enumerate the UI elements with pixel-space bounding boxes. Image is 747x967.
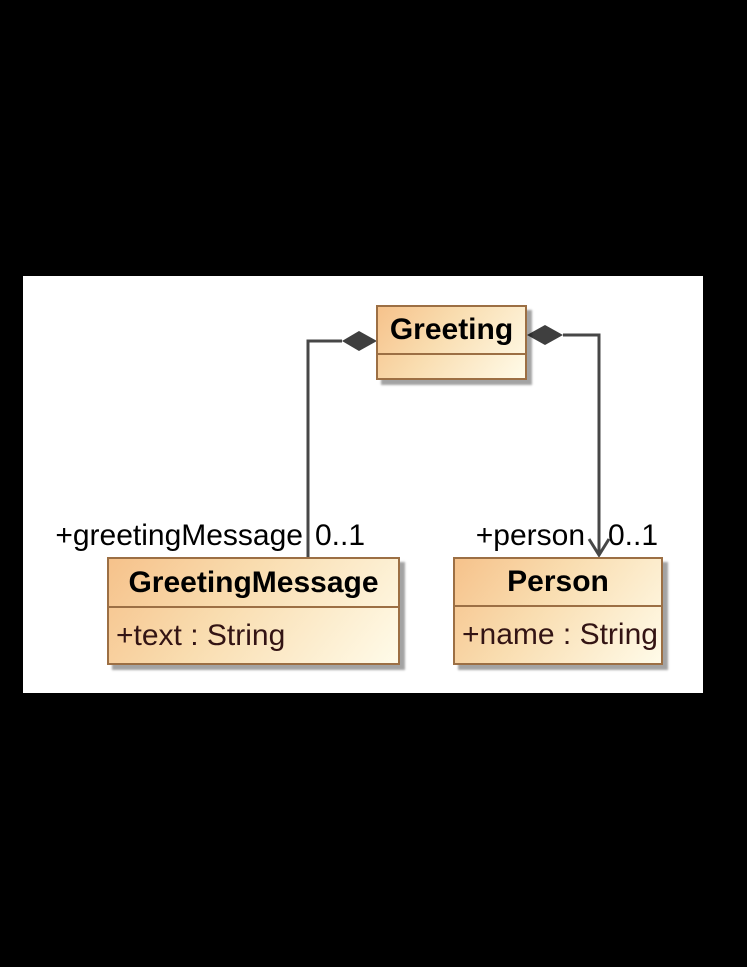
class-attributes: +text : String: [109, 608, 398, 663]
attribute-text: +text : String: [116, 618, 286, 652]
open-arrowhead-icon: [587, 538, 611, 558]
class-title: Greeting: [378, 307, 525, 355]
class-attributes: +name : String: [455, 607, 661, 663]
composition-diamond-icon: [342, 331, 377, 351]
multiplicity-label-person: 0..1: [608, 519, 659, 552]
role-label-person: +person: [475, 519, 585, 552]
class-title: GreetingMessage: [109, 559, 398, 608]
class-box-greetingmessage[interactable]: GreetingMessage +text : String: [107, 557, 400, 665]
composition-link-person: [563, 333, 601, 553]
class-attributes-empty: [378, 355, 525, 378]
class-box-person[interactable]: Person +name : String: [453, 557, 663, 665]
role-label-greetingmessage: +greetingMessage: [55, 519, 303, 552]
attribute-text: +name : String: [462, 618, 658, 651]
connector-layer: [306, 325, 611, 558]
composition-diamond-icon: [527, 325, 563, 345]
composition-link-greetingmessage: [306, 339, 342, 557]
class-box-greeting[interactable]: Greeting: [376, 305, 527, 380]
multiplicity-label-greetingmessage: 0..1: [315, 519, 366, 552]
diagram-canvas: Greeting GreetingMessage +text : String …: [23, 276, 703, 693]
class-title: Person: [455, 559, 661, 607]
